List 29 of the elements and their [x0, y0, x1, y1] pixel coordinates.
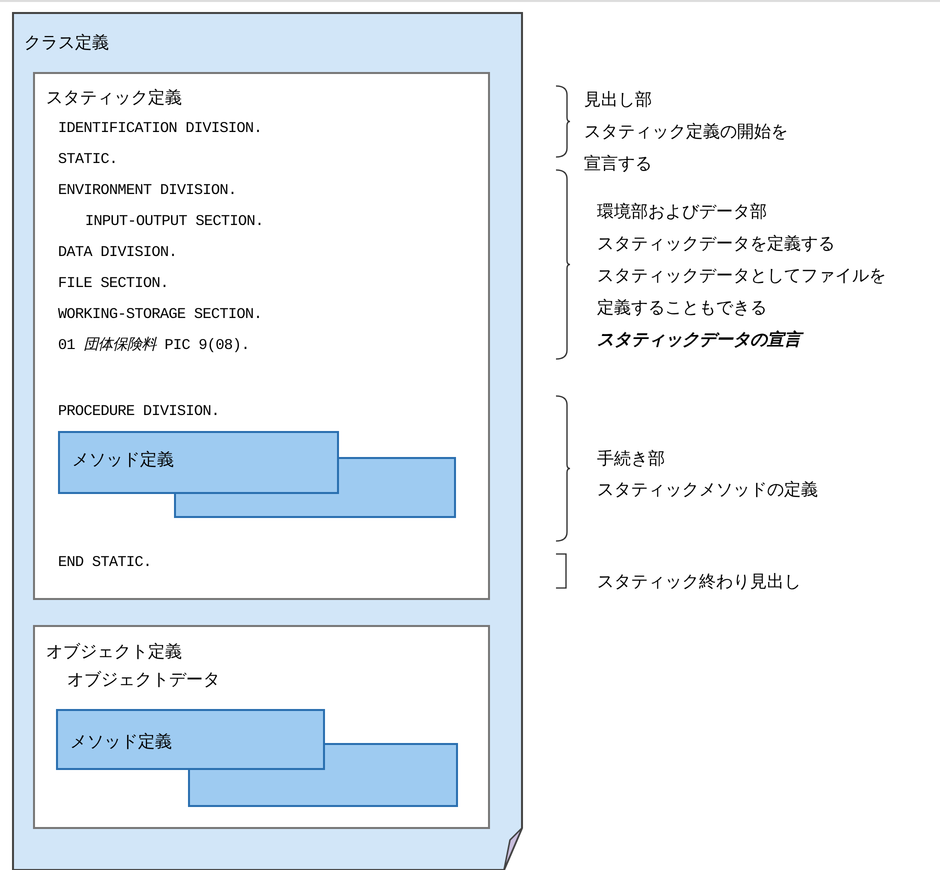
code-line: IDENTIFICATION DIVISION.: [58, 119, 262, 139]
code-line: END STATIC.: [58, 553, 152, 573]
code-line: DATA DIVISION.: [58, 243, 178, 263]
annotation-text: スタティック終わり見出し: [597, 571, 801, 594]
code-line: STATIC.: [58, 150, 118, 170]
code-line: WORKING-STORAGE SECTION.: [58, 305, 262, 325]
annotation-text: スタティックデータを定義する: [597, 233, 835, 256]
section-heading: スタティック定義: [46, 87, 182, 109]
code-line: PROCEDURE DIVISION.: [58, 402, 220, 422]
section-heading: オブジェクトデータ: [67, 669, 220, 691]
method-box: [58, 431, 339, 494]
page-card: [12, 12, 524, 870]
section-box: [33, 72, 490, 600]
section-heading: クラス定義: [24, 32, 109, 54]
annotation-text: スタティック定義の開始を宣言する: [584, 121, 789, 176]
annotation-text: 手続き部: [597, 448, 665, 471]
code-line: FILE SECTION.: [58, 274, 169, 294]
annotation-text: 環境部およびデータ部: [597, 201, 767, 224]
method-box: [56, 709, 325, 770]
section-heading: メソッド定義: [70, 731, 172, 753]
section-box: [33, 625, 490, 829]
annotation-text: スタティックデータとしてファイルを定義することもできる: [597, 265, 887, 320]
code-line: INPUT-OUTPUT SECTION.: [85, 212, 264, 232]
section-heading: オブジェクト定義: [46, 641, 182, 663]
code-line: ENVIRONMENT DIVISION.: [58, 181, 237, 201]
annotation-text: 見出し部: [584, 89, 652, 112]
section-heading: メソッド定義: [72, 449, 174, 471]
code-line: 01 団体保険料 PIC 9(08).: [58, 336, 250, 356]
annotation-text: スタティックメソッドの定義: [597, 479, 818, 502]
